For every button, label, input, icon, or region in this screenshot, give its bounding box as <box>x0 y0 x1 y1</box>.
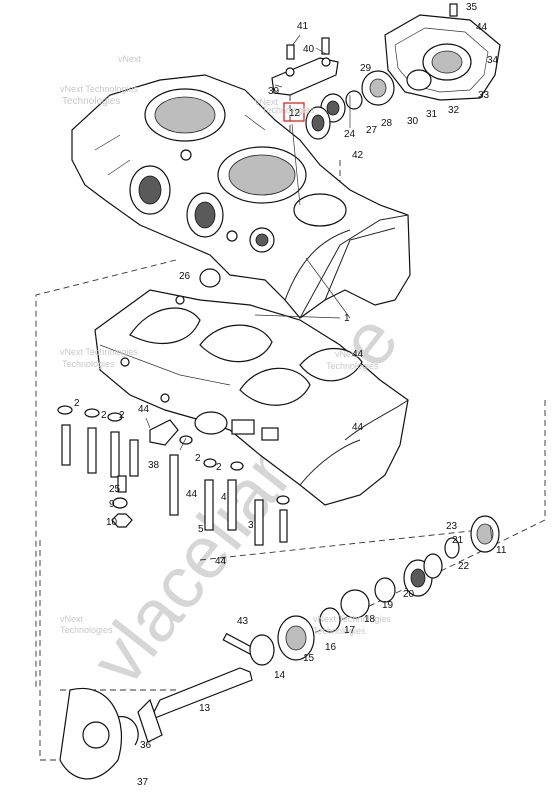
callout-14: 14 <box>274 670 286 681</box>
callout-12: 12 <box>289 108 301 119</box>
svg-text:vNext: vNext <box>255 97 279 107</box>
callout-34: 34 <box>487 55 499 66</box>
callout-38: 38 <box>148 460 160 471</box>
callout-24: 24 <box>344 129 356 140</box>
callout-39: 39 <box>268 86 280 97</box>
callout-5: 5 <box>198 524 204 535</box>
callout-31: 31 <box>426 109 438 120</box>
callout-1: 1 <box>344 313 350 324</box>
callout-9: 9 <box>109 499 115 510</box>
callout-30: 30 <box>407 116 419 127</box>
svg-text:Technologies: Technologies <box>62 359 115 369</box>
callout-37: 37 <box>137 777 149 788</box>
callout-21: 21 <box>452 535 464 546</box>
callout-19: 19 <box>382 600 394 611</box>
callout-2-a: 2 <box>74 398 80 409</box>
shaft-bearing-group <box>59 268 500 780</box>
callout-22: 22 <box>458 561 470 572</box>
svg-text:Technologies: Technologies <box>262 105 315 115</box>
svg-text:Technologies: Technologies <box>60 625 113 635</box>
callout-33: 33 <box>478 90 490 101</box>
callout-10: 10 <box>106 517 118 528</box>
svg-text:Technologies: Technologies <box>62 96 120 107</box>
svg-text:vNext Technologies: vNext Technologies <box>60 347 138 357</box>
svg-text:Technologies: Technologies <box>313 626 366 636</box>
callout-44-right: 44 <box>352 422 364 433</box>
callout-18: 18 <box>364 614 376 625</box>
callout-40: 40 <box>303 44 315 55</box>
callout-labels: 41 40 39 12 24 27 28 29 30 31 32 33 34 3… <box>74 2 507 788</box>
svg-text:Technologies: Technologies <box>326 361 379 371</box>
callout-32: 32 <box>448 105 460 116</box>
callout-44-bottom: 44 <box>215 556 227 567</box>
svg-text:vNext: vNext <box>118 54 142 64</box>
highlight-box <box>283 102 305 122</box>
callout-16: 16 <box>325 642 337 653</box>
leader-lines <box>145 34 493 541</box>
callout-35: 35 <box>466 2 478 13</box>
callout-26: 26 <box>179 271 191 282</box>
callout-2-d: 2 <box>195 453 201 464</box>
upper-crankcase <box>71 74 411 319</box>
svg-text:vNext Technologies: vNext Technologies <box>60 84 138 94</box>
callout-20: 20 <box>403 589 415 600</box>
lower-crankcase <box>94 289 409 506</box>
callout-4: 4 <box>221 492 227 503</box>
callout-3: 3 <box>248 520 254 531</box>
callout-17: 17 <box>344 625 356 636</box>
callout-27: 27 <box>366 125 378 136</box>
rotary-valve-cover-group <box>271 3 501 140</box>
callout-44-mid: 44 <box>352 349 364 360</box>
callout-41: 41 <box>297 21 309 32</box>
callout-25: 25 <box>109 484 121 495</box>
callout-44-top: 44 <box>476 22 488 33</box>
callout-42: 42 <box>352 150 364 161</box>
callout-36: 36 <box>140 740 152 751</box>
callout-13: 13 <box>199 703 211 714</box>
svg-text:vNext: vNext <box>60 614 84 624</box>
svg-text:vNext Technologies: vNext Technologies <box>313 614 391 624</box>
callout-11: 11 <box>496 545 507 556</box>
callout-2-c: 2 <box>119 410 125 421</box>
callout-44-lower: 44 <box>186 489 198 500</box>
callout-43: 43 <box>237 616 249 627</box>
callout-29: 29 <box>360 63 372 74</box>
callout-28: 28 <box>381 118 393 129</box>
small-watermarks: vNext vNext Technologies Technologies vN… <box>60 54 391 636</box>
callout-44-bolt: 44 <box>138 404 150 415</box>
fasteners-group <box>57 405 290 546</box>
callout-15: 15 <box>303 653 315 664</box>
callout-23: 23 <box>446 521 458 532</box>
callout-2-b: 2 <box>101 410 107 421</box>
svg-text:vNext: vNext <box>335 349 359 359</box>
callout-2-e: 2 <box>216 462 222 473</box>
